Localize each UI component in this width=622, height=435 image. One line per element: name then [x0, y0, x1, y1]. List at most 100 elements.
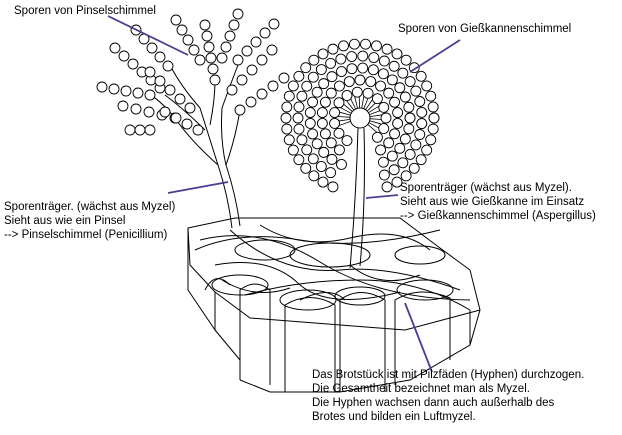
- label-brot: Das Brotstück ist mit Pilzfäden (Hyphen)…: [312, 368, 584, 424]
- spore: [334, 128, 344, 138]
- label-pinsel-spores: Sporen von Pinselschimmel: [14, 4, 156, 18]
- spore: [312, 87, 322, 97]
- spore: [182, 119, 192, 129]
- spore: [282, 102, 292, 112]
- spore: [379, 102, 389, 112]
- spore: [118, 101, 128, 111]
- spore: [428, 124, 438, 134]
- spore: [369, 53, 379, 63]
- spore: [284, 91, 294, 101]
- spore: [334, 81, 344, 91]
- spore: [294, 102, 304, 112]
- spore: [121, 86, 131, 96]
- spore: [318, 177, 328, 187]
- spore: [376, 145, 386, 155]
- spore: [246, 97, 256, 107]
- spore: [237, 75, 247, 85]
- spore: [183, 35, 193, 45]
- spore: [428, 102, 438, 112]
- spore: [320, 129, 330, 139]
- phialide: [369, 123, 380, 129]
- spore: [342, 136, 352, 146]
- spore: [160, 107, 170, 117]
- spore: [319, 79, 329, 89]
- spore: [371, 41, 381, 51]
- label-line: Sporenträger (wächst aus Myzel).: [400, 181, 596, 195]
- label-giesskanne-traeger: Sporenträger (wächst aus Myzel). Sieht a…: [400, 181, 596, 223]
- spore: [145, 125, 155, 135]
- pointer-giesskanne-spores: [410, 40, 460, 72]
- spore: [416, 71, 426, 81]
- spore: [400, 92, 410, 102]
- spore: [279, 73, 289, 83]
- phialide: [355, 97, 358, 109]
- spore: [416, 155, 426, 165]
- spore: [387, 151, 397, 161]
- spore: [316, 65, 326, 75]
- spore: [200, 20, 210, 30]
- spore: [426, 135, 436, 145]
- spore: [308, 129, 318, 139]
- phialide: [341, 108, 352, 114]
- spore: [372, 132, 382, 142]
- penicillium-spores: [97, 9, 289, 135]
- spore: [405, 149, 415, 159]
- label-giesskanne-spores: Sporen von Gießkannenschimmel: [398, 22, 571, 36]
- spore: [131, 104, 141, 114]
- spore: [125, 125, 135, 135]
- spore: [352, 87, 362, 97]
- spore: [171, 113, 181, 123]
- phialide: [367, 103, 376, 111]
- spore: [349, 39, 359, 49]
- phialide: [343, 104, 352, 112]
- spore: [401, 171, 411, 181]
- spore: [417, 119, 427, 129]
- phialide: [338, 116, 350, 117]
- spore: [193, 125, 203, 135]
- spore: [384, 88, 394, 98]
- spore: [227, 85, 237, 95]
- spore: [242, 46, 252, 56]
- spore: [281, 113, 291, 123]
- spore: [400, 134, 410, 144]
- spore: [422, 81, 432, 91]
- spore: [229, 20, 239, 30]
- pointer-pinsel-traeger: [168, 182, 228, 193]
- label-line: Sporenträger. (wächst aus Myzel): [4, 200, 175, 214]
- spore: [165, 85, 175, 95]
- spore: [171, 15, 181, 25]
- spore: [336, 67, 346, 77]
- spore: [387, 75, 397, 85]
- phialide: [339, 121, 350, 125]
- spore: [339, 41, 349, 51]
- label-line: Brotes und bilden ein Luftmyzel.: [312, 410, 584, 424]
- spore: [378, 157, 388, 167]
- spore: [257, 55, 267, 65]
- spore: [257, 89, 267, 99]
- phialide: [370, 115, 382, 117]
- spore: [382, 182, 392, 192]
- spore: [163, 61, 173, 71]
- spore: [379, 56, 389, 66]
- spore: [318, 49, 328, 59]
- spore: [366, 77, 376, 87]
- spore: [326, 88, 336, 98]
- spore: [309, 55, 319, 65]
- spore: [372, 94, 382, 104]
- spore: [326, 168, 336, 178]
- spore: [301, 163, 311, 173]
- spore: [260, 28, 270, 38]
- spore: [185, 103, 195, 113]
- spore: [379, 124, 389, 134]
- spore: [415, 129, 425, 139]
- spore: [294, 124, 304, 134]
- spore: [326, 58, 336, 68]
- label-line: Sieht aus wie Gießkanne im Einsatz: [400, 195, 596, 209]
- spore: [415, 97, 425, 107]
- spore: [268, 81, 278, 91]
- spore: [334, 98, 344, 108]
- spore: [395, 83, 405, 93]
- spore: [155, 76, 165, 86]
- spore: [319, 147, 329, 157]
- spore: [328, 44, 338, 54]
